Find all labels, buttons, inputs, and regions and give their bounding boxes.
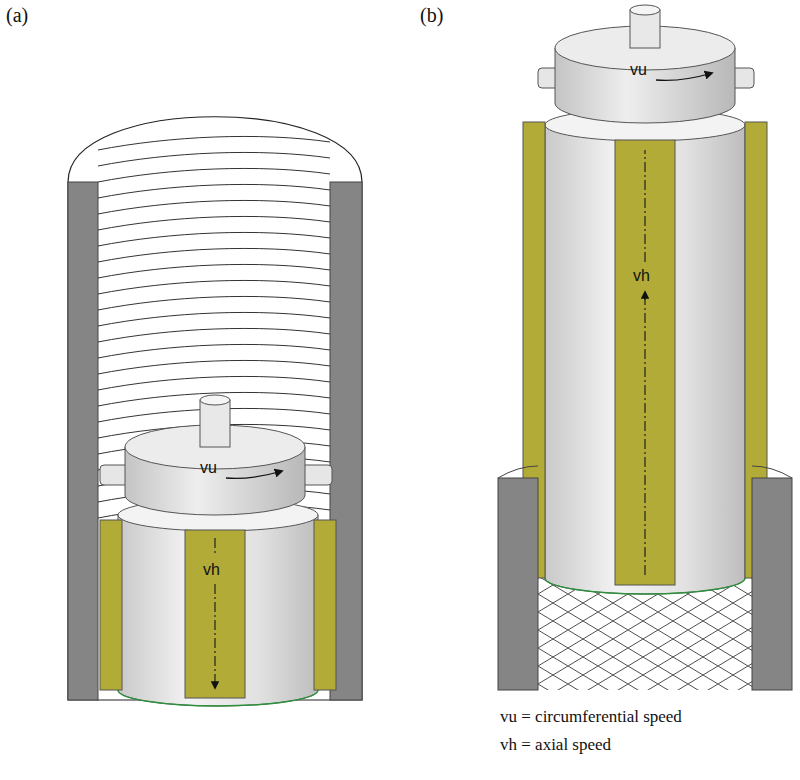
speed-symbol: vh (203, 561, 220, 579)
honing-line (98, 200, 330, 214)
panel-label: (a) (6, 4, 28, 26)
honing-line (98, 376, 330, 390)
honing-line (98, 264, 330, 278)
honing-line (98, 392, 330, 406)
honing-line (98, 136, 330, 150)
legend-note: vh = axial speed (500, 736, 611, 755)
honing-line (98, 216, 330, 230)
honing-line (98, 360, 330, 374)
honing-line (98, 312, 330, 326)
speed-symbol: vu (200, 459, 217, 477)
honing-line (98, 328, 330, 342)
honing-line (98, 344, 330, 358)
cylinder-walls-b (498, 466, 792, 690)
honing-line (98, 168, 330, 182)
cylinder-a (68, 117, 362, 700)
honing-line (98, 248, 330, 262)
legend-note: vu = circumferential speed (500, 708, 682, 727)
speed-symbol: vu (630, 61, 647, 79)
honing-line (98, 296, 330, 310)
honing-line (98, 184, 330, 198)
panel-label: (b) (420, 4, 443, 26)
honing-line (98, 232, 330, 246)
honing-line (98, 280, 330, 294)
speed-symbol: vh (633, 267, 650, 285)
honing-line (98, 152, 330, 166)
honing-tool-b (523, 5, 767, 594)
honing-tool-a (100, 395, 336, 706)
